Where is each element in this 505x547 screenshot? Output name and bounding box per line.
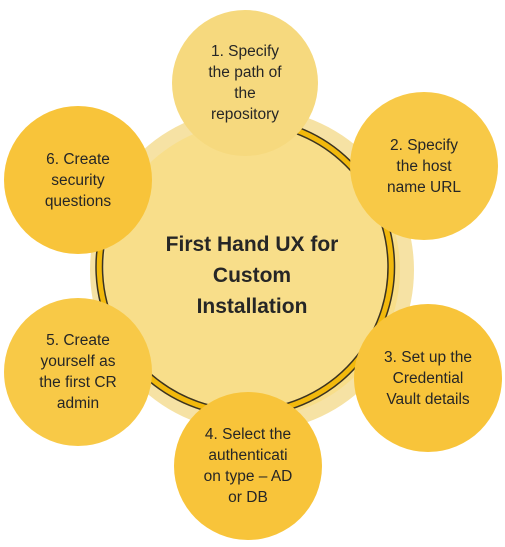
step-6-label: 6. Create security questions: [44, 150, 112, 210]
step-2-label: 2. Specify the host name URL: [386, 136, 462, 196]
step-1-circle: 1. Specify the path of the repository: [172, 10, 318, 156]
step-5-circle: 5. Create yourself as the first CR admin: [4, 298, 152, 446]
center-title-wrap: First Hand UX for Custom Installation: [122, 225, 382, 325]
center-circle: [104, 122, 400, 418]
step-4-label: 4. Select the authenticati on type – AD …: [203, 426, 293, 506]
step-6-circle: 6. Create security questions: [4, 106, 152, 254]
step-4-circle: 4. Select the authenticati on type – AD …: [174, 392, 322, 540]
step-2-circle: 2. Specify the host name URL: [350, 92, 498, 240]
step-3-circle: 3. Set up the Credential Vault details: [354, 304, 502, 452]
step-3-label: 3. Set up the Credential Vault details: [384, 348, 472, 408]
step-1-label: 1. Specify the path of the repository: [208, 43, 282, 123]
center-title: First Hand UX for Custom Installation: [165, 232, 339, 318]
step-5-label: 5. Create yourself as the first CR admin: [39, 332, 117, 412]
